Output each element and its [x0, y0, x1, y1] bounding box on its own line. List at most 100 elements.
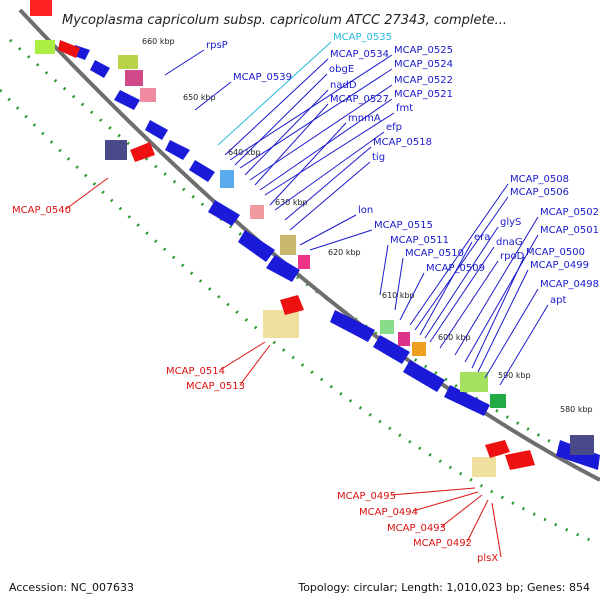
gene-label[interactable]: MCAP_0502 — [540, 207, 599, 218]
feature-block — [35, 40, 55, 54]
gene-label[interactable]: MCAP_0521 — [394, 89, 453, 100]
accession-text: Accession: NC_007633 — [9, 581, 135, 594]
feature-block — [460, 372, 488, 392]
gene-label[interactable]: fmt — [396, 103, 413, 114]
label-line — [499, 304, 549, 386]
label-line — [65, 177, 109, 210]
label-line — [424, 226, 499, 339]
kbp-label: 620 kbp — [328, 248, 361, 257]
gene-label[interactable]: rpsP — [206, 40, 228, 51]
gene-label[interactable]: MCAP_0494 — [359, 507, 418, 518]
forward-genes — [72, 45, 600, 470]
gene-label[interactable]: lon — [358, 205, 373, 216]
gene-arrow — [130, 142, 155, 162]
label-line — [477, 269, 529, 373]
gene-label[interactable]: MCAP_0522 — [394, 75, 453, 86]
label-line — [419, 241, 473, 336]
gene-label[interactable]: apt — [550, 295, 566, 306]
gene-label[interactable]: tig — [372, 152, 385, 163]
genome-summary: Topology: circular; Length: 1,010,023 bp… — [298, 581, 590, 594]
label-line — [224, 58, 329, 156]
gene-label[interactable]: MCAP_0514 — [166, 366, 225, 377]
kbp-label: 610 kbp — [382, 291, 415, 300]
feature-block — [118, 55, 138, 69]
gene-label[interactable]: nadD — [330, 80, 357, 91]
gene-label[interactable]: MCAP_0513 — [186, 381, 245, 392]
label-line — [254, 103, 329, 186]
gene-arrow — [266, 255, 300, 282]
label-line — [269, 122, 347, 206]
gene-label[interactable]: MCAP_0515 — [374, 220, 433, 231]
gene-label[interactable]: MCAP_0509 — [426, 263, 485, 274]
gene-label[interactable]: MCAP_0540 — [12, 205, 71, 216]
gene-label[interactable]: rpoD — [500, 251, 525, 262]
label-line — [429, 246, 495, 343]
gene-arrow — [373, 335, 410, 364]
kbp-label: 590 kbp — [498, 371, 531, 380]
gene-arrow — [485, 440, 510, 458]
label-line — [219, 341, 266, 371]
gene-label[interactable]: MCAP_0508 — [510, 174, 569, 185]
label-line — [289, 161, 371, 231]
gene-label[interactable]: MCAP_0506 — [510, 187, 569, 198]
label-line — [284, 146, 372, 221]
gene-label[interactable]: MCAP_0535 — [333, 32, 392, 43]
gene-label[interactable]: MCAP_0492 — [413, 538, 472, 549]
feature-block — [380, 320, 394, 334]
gene-label[interactable]: MCAP_0510 — [405, 248, 464, 259]
label-line — [194, 81, 232, 111]
label-lines — [65, 41, 549, 558]
label-line — [379, 244, 389, 296]
feature-block — [298, 255, 310, 269]
feature-block — [398, 332, 410, 346]
gene-label[interactable]: MCAP_0534 — [330, 49, 389, 60]
label-line — [164, 49, 205, 76]
gene-label[interactable]: era — [474, 232, 490, 243]
gene-label[interactable]: plsX — [477, 553, 498, 564]
label-line — [264, 112, 395, 196]
kbp-label: 600 kbp — [438, 333, 471, 342]
gene-label[interactable]: MCAP_0500 — [526, 247, 585, 258]
gene-label[interactable]: MCAP_0493 — [387, 523, 446, 534]
reverse-labels: MCAP_0540MCAP_0514MCAP_0513MCAP_0495MCAP… — [12, 205, 498, 564]
feature-block — [105, 140, 127, 160]
gene-arrow — [444, 385, 490, 416]
feature-block — [490, 394, 506, 408]
gene-label[interactable]: mnmA — [348, 113, 381, 124]
feature-block — [140, 88, 156, 102]
gene-arrow — [58, 40, 80, 58]
gene-label[interactable]: MCAP_0511 — [390, 235, 449, 246]
gene-arrow — [280, 295, 304, 315]
label-line — [244, 89, 329, 176]
gene-label[interactable]: MCAP_0524 — [394, 59, 453, 70]
gene-label[interactable]: obgE — [329, 64, 354, 75]
gene-label[interactable]: efp — [386, 122, 402, 133]
label-line — [399, 272, 425, 321]
gene-arrow — [330, 310, 375, 342]
label-line — [464, 234, 539, 363]
label-line — [217, 41, 332, 146]
label-line — [299, 214, 357, 246]
label-line — [454, 216, 539, 356]
gene-arrow — [90, 60, 110, 78]
label-line — [409, 183, 509, 326]
gene-label[interactable]: glyS — [500, 217, 521, 228]
reverse-genes — [58, 40, 535, 470]
feature-block — [125, 70, 143, 86]
gene-label[interactable]: MCAP_0499 — [530, 260, 589, 271]
gene-label[interactable]: MCAP_0501 — [540, 225, 599, 236]
gene-arrow — [238, 230, 275, 262]
gene-label[interactable]: MCAP_0539 — [233, 72, 292, 83]
gene-arrow — [505, 450, 535, 470]
gene-label[interactable]: MCAP_0495 — [337, 491, 396, 502]
gene-label[interactable]: MCAP_0525 — [394, 45, 453, 56]
feature-block — [263, 310, 299, 338]
gene-label[interactable]: MCAP_0518 — [373, 137, 432, 148]
gene-label[interactable]: MCAP_0498 — [540, 279, 599, 290]
kbp-label: 640 kbp — [228, 148, 261, 157]
gene-arrow — [114, 90, 140, 110]
gene-label[interactable]: MCAP_0527 — [330, 94, 389, 105]
gene-label[interactable]: dnaG — [496, 237, 523, 248]
